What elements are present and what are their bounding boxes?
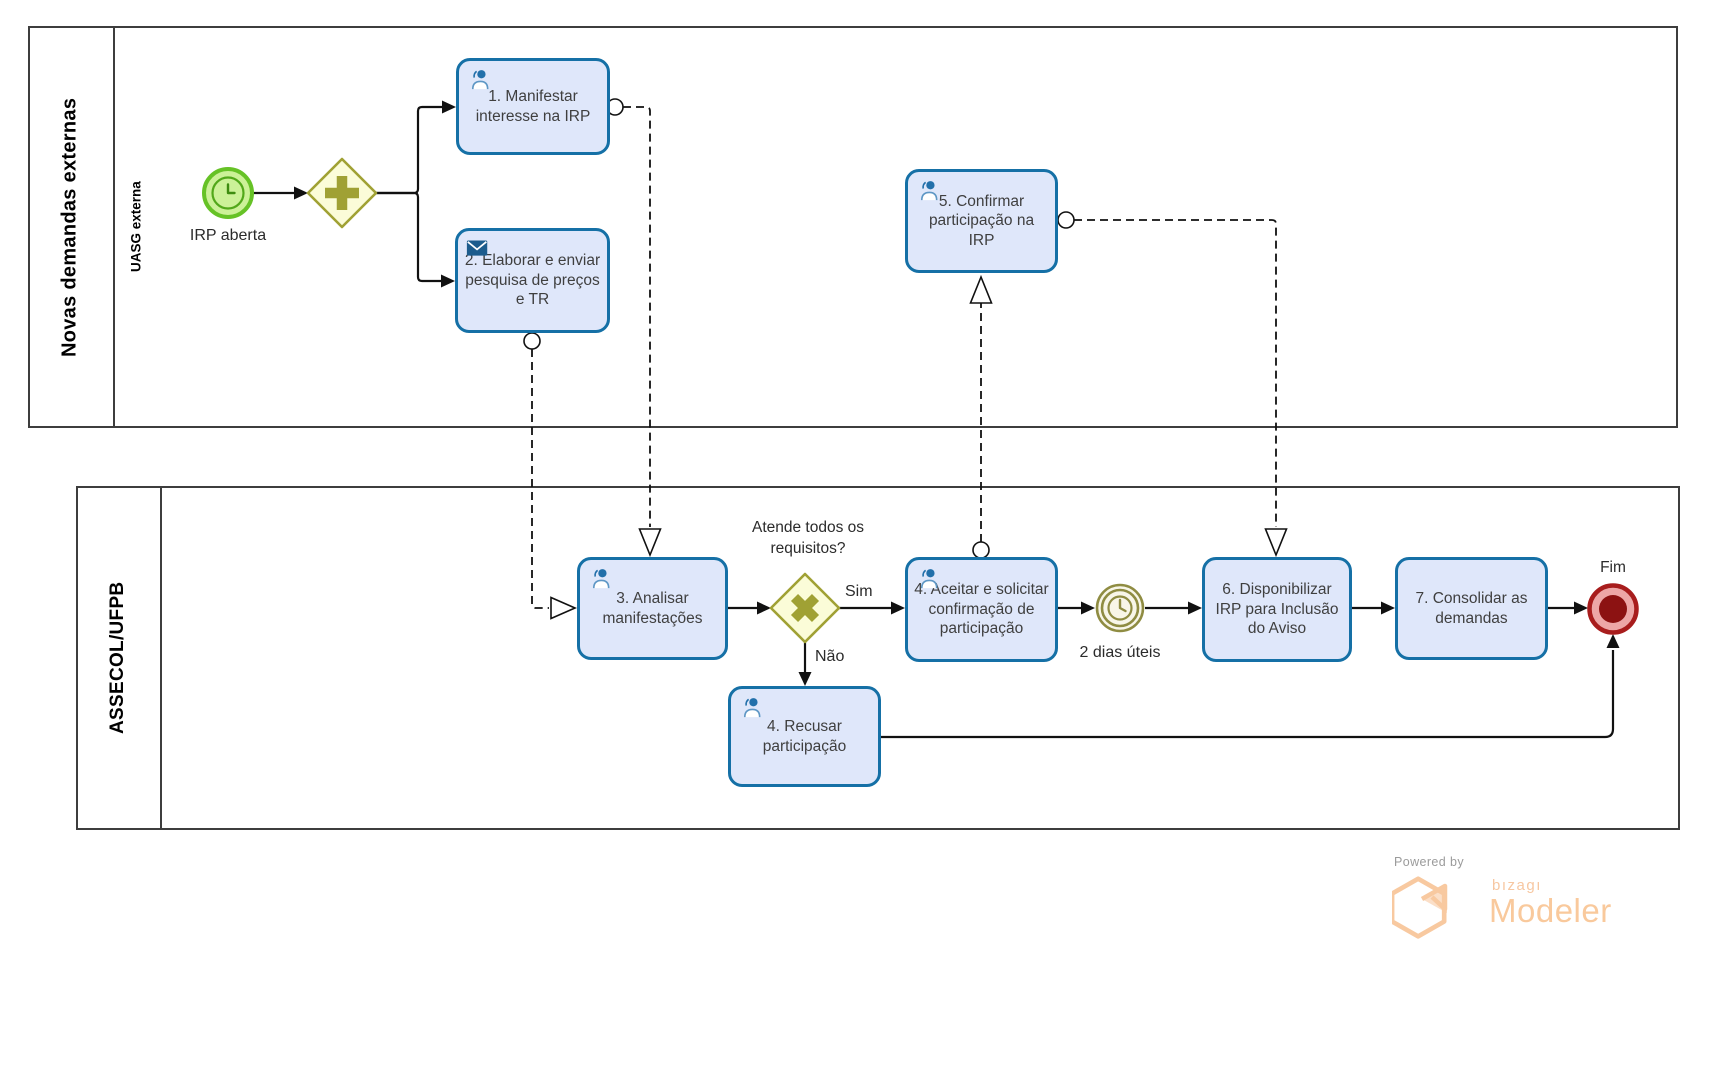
bizagi-brand-text: bızagı	[1492, 877, 1542, 894]
user-icon	[592, 569, 610, 589]
message-task2-to-task3	[531, 349, 549, 609]
user-icon	[471, 70, 489, 90]
gateway-yes-label: Sim	[845, 583, 873, 600]
message-flows	[531, 106, 1277, 609]
task-analisar-manifestacoes[interactable]: 3. Analisar manifestações	[577, 557, 728, 660]
task-aceitar-solicitar[interactable]: 4. Aceitar e solicitar confirmação de pa…	[905, 557, 1058, 662]
sequence-arrowheads	[294, 100, 1620, 686]
end-event-fim[interactable]	[1587, 583, 1639, 635]
user-icon	[920, 569, 938, 589]
pool-novas-demandas	[28, 26, 1678, 428]
task-label: 6. Disponibilizar IRP para Inclusão do A…	[1215, 581, 1339, 638]
start-event-label: IRP aberta	[189, 227, 267, 244]
timer-event-2-dias[interactable]	[1095, 583, 1145, 633]
message-flow-ends	[523, 98, 1288, 620]
timer-event-label: 2 dias úteis	[1079, 644, 1161, 661]
task-recusar-participacao[interactable]: 4. Recusar participação	[728, 686, 881, 787]
task-confirmar-participacao[interactable]: 5. Confirmar participação na IRP	[905, 169, 1058, 273]
task-consolidar-demandas[interactable]: 7. Consolidar as demandas	[1395, 557, 1548, 660]
message-confirmar-to-task6	[1074, 219, 1277, 527]
flow-gateway-to-task1	[376, 105, 444, 195]
task-label: 7. Consolidar as demandas	[1415, 589, 1528, 627]
gateway-question-label: Atende todos os requisitos?	[751, 519, 865, 557]
task-manifestar-interesse[interactable]: 1. Manifestar interesse na IRP	[456, 58, 610, 155]
task-label: 4. Recusar participação	[762, 717, 847, 755]
gateway-no-label: Não	[815, 648, 845, 665]
user-icon	[743, 698, 761, 718]
message-icon	[466, 240, 488, 256]
user-icon	[920, 181, 938, 201]
message-task1-to-task3	[623, 106, 651, 527]
flow-recusar-to-end	[881, 650, 1615, 739]
pool-header-divider	[160, 488, 162, 828]
task-elaborar-pesquisa[interactable]: 2. Elaborar e enviar pesquisa de preços …	[455, 228, 610, 333]
task-disponibilizar-irp[interactable]: 6. Disponibilizar IRP para Inclusão do A…	[1202, 557, 1352, 662]
task-label: 2. Elaborar e enviar pesquisa de preços …	[464, 252, 601, 309]
bizagi-modeler-logo: Powered by bızagı Modeler	[1390, 855, 1612, 970]
task-label: 3. Analisar manifestações	[602, 589, 703, 627]
pool-header-divider	[113, 28, 115, 426]
bizagi-hexagon-icon	[1392, 876, 1448, 939]
flow-gateway-to-task2	[376, 191, 443, 283]
modeler-product-text: Modeler	[1489, 892, 1612, 929]
end-event-label: Fim	[1600, 559, 1626, 576]
parallel-gateway[interactable]	[306, 157, 378, 229]
sequence-flows	[253, 105, 1615, 739]
task-label: 4. Aceitar e solicitar confirmação de pa…	[914, 581, 1049, 638]
task-label: 1. Manifestar interesse na IRP	[475, 87, 591, 125]
start-event-irp-aberta[interactable]	[202, 167, 254, 219]
powered-by-text: Powered by	[1394, 855, 1465, 869]
exclusive-gateway-requisitos[interactable]	[769, 572, 841, 644]
task-label: 5. Confirmar participação na IRP	[928, 192, 1035, 249]
